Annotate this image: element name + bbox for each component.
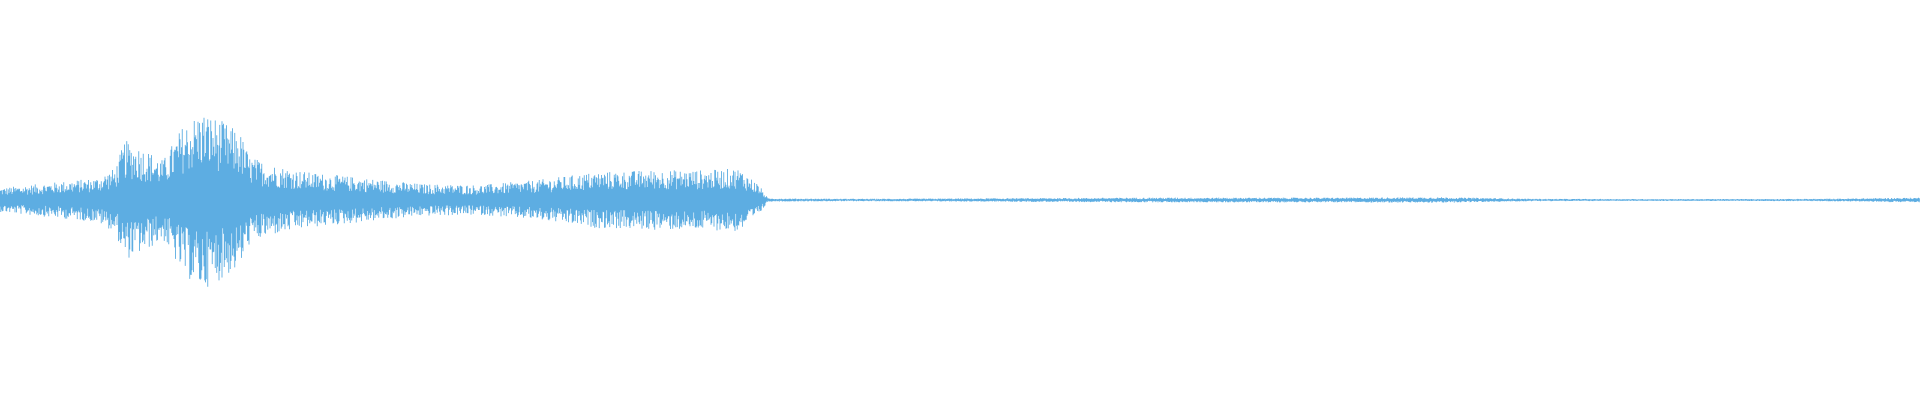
waveform-path [0,117,1920,287]
waveform-samples [0,117,1920,287]
